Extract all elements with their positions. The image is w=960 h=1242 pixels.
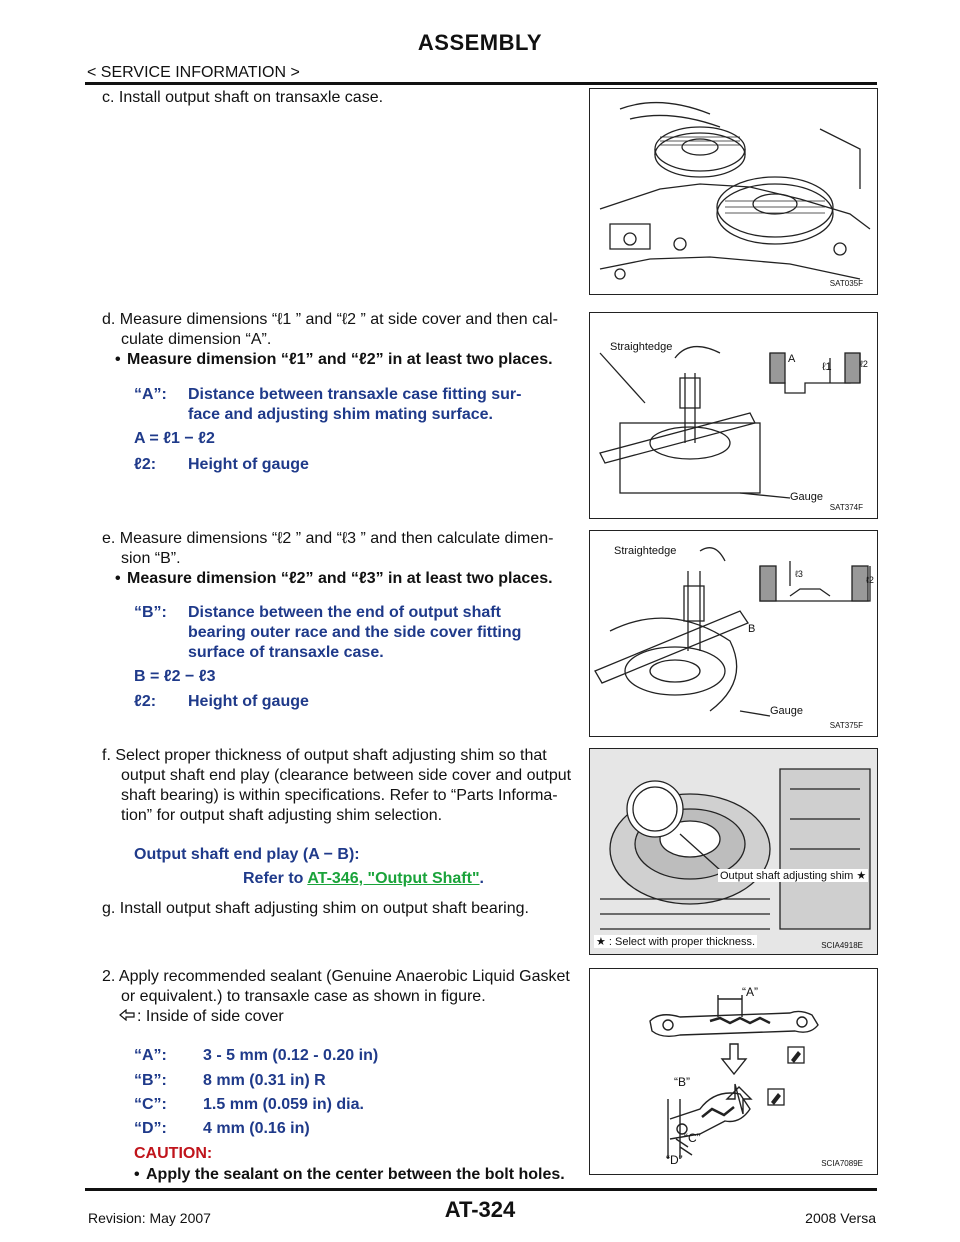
label-b: B	[748, 623, 756, 635]
step-e-line1: e. Measure dimensions “ℓ2 ” and “ℓ3 ” an…	[102, 530, 554, 547]
output-shaft-shim-illustration	[590, 749, 877, 954]
label-l1: ℓ1	[822, 361, 832, 373]
step-f-line4: tion” for output shaft adjusting shim se…	[121, 807, 443, 824]
spec-a-key: “A”:	[134, 1047, 167, 1064]
step-e-line2: sion “B”.	[121, 550, 181, 567]
label-shim-callout: Output shaft adjusting shim ★	[718, 869, 869, 882]
caution-label: CAUTION:	[134, 1145, 213, 1162]
def-a-key: “A”:	[134, 386, 167, 403]
end-play-label: Output shaft end play (A − B):	[134, 846, 360, 863]
dimension-a-measurement-illustration	[599, 346, 861, 499]
label-straightedge: Straightedge	[610, 341, 673, 353]
def-a-line1: Distance between transaxle case fitting …	[188, 386, 522, 403]
figure-code: SCIA7089E	[821, 1159, 863, 1168]
figure-sat035f: SAT035F	[589, 88, 878, 295]
spec-b-key: “B”:	[134, 1072, 167, 1089]
step-2-line1: 2. Apply recommended sealant (Genuine An…	[102, 968, 570, 985]
step-f-line2: output shaft end play (clearance between…	[121, 767, 572, 784]
label-straightedge: Straightedge	[614, 545, 677, 557]
spec-b-value: 8 mm (0.31 in) R	[203, 1072, 326, 1089]
label-b: “B”	[674, 1075, 690, 1089]
def-b-line2: bearing outer race and the side cover fi…	[188, 624, 522, 641]
gauge-key: ℓ2:	[134, 693, 157, 710]
def-a-line2: face and adjusting shim mating surface.	[188, 406, 493, 423]
gauge-key: ℓ2:	[134, 456, 157, 473]
figure-sat374f: Straightedge Gauge A ℓ1 ℓ2 SAT374F	[589, 312, 878, 519]
label-l2: ℓ2	[860, 359, 868, 369]
figure-sat375f: Straightedge Gauge B ℓ3 ℓ2 SAT375F	[589, 530, 878, 737]
figure-code: SAT035F	[829, 279, 863, 288]
label-d: “D”	[666, 1153, 683, 1167]
transaxle-output-shaft-illustration	[599, 101, 871, 280]
figure-code: SAT375F	[829, 721, 863, 730]
label-l3: ℓ3	[795, 569, 803, 579]
label-gauge: Gauge	[790, 491, 824, 503]
revision-date: Revision: May 2007	[88, 1210, 211, 1226]
step-e-bullet: Measure dimension “ℓ2” and “ℓ3” in at le…	[115, 569, 553, 589]
spec-d-value: 4 mm (0.16 in)	[203, 1120, 310, 1137]
formula-a: A = ℓ1 − ℓ2	[134, 430, 215, 447]
refer-prefix: Refer to	[243, 870, 308, 887]
step-d-line1: d. Measure dimensions “ℓ1 ” and “ℓ2 ” at…	[102, 311, 558, 328]
caution-bullet: Apply the sealant on the center between …	[134, 1165, 565, 1185]
page-number: AT-324	[444, 1197, 516, 1222]
header-rule	[85, 82, 877, 85]
step-c-text: c. Install output shaft on transaxle cas…	[102, 89, 384, 106]
arrow-note: : Inside of side cover	[119, 1007, 284, 1027]
model-year: 2008 Versa	[805, 1210, 876, 1226]
def-b-key: “B”:	[134, 604, 167, 621]
step-d-line2: culate dimension “A”.	[121, 331, 272, 348]
label-c: “C”	[684, 1131, 701, 1145]
formula-b: B = ℓ2 − ℓ3	[134, 668, 216, 685]
end-play-reference: Refer to AT-346, "Output Shaft".	[243, 870, 484, 888]
arrow-note-text: : Inside of side cover	[137, 1008, 284, 1026]
label-gauge: Gauge	[770, 705, 804, 717]
link-output-shaft-spec[interactable]: AT-346, "Output Shaft"	[307, 870, 480, 887]
gauge-value: Height of gauge	[188, 693, 309, 710]
spec-c-key: “C”:	[134, 1096, 167, 1113]
dimension-b-measurement-illustration	[594, 547, 871, 717]
step-f-line1: f. Select proper thickness of output sha…	[102, 747, 547, 764]
spec-c-value: 1.5 mm (0.059 in) dia.	[203, 1096, 364, 1113]
refer-suffix: .	[479, 870, 484, 887]
step-g-text: g. Install output shaft adjusting shim o…	[102, 900, 529, 917]
gauge-value: Height of gauge	[188, 456, 309, 473]
def-b-line1: Distance between the end of output shaft	[188, 604, 501, 621]
figure-code: SAT374F	[829, 503, 863, 512]
figure-scia7089e: “A” “B” “C” “D” SCIA7089E	[589, 968, 878, 1175]
hollow-arrow-icon	[119, 1007, 135, 1027]
footer-rule	[85, 1188, 877, 1191]
label-select-note: ★ : Select with proper thickness.	[594, 935, 758, 948]
spec-d-key: “D”:	[134, 1120, 167, 1137]
figure-scia4918e: Output shaft adjusting shim ★ ★ : Select…	[589, 748, 878, 955]
section-subtitle: < SERVICE INFORMATION >	[87, 64, 300, 81]
label-a: “A”	[742, 985, 758, 999]
spec-a-value: 3 - 5 mm (0.12 - 0.20 in)	[203, 1047, 379, 1064]
step-2-line2: or equivalent.) to transaxle case as sho…	[121, 988, 486, 1005]
label-a: A	[788, 353, 796, 365]
step-d-bullet: Measure dimension “ℓ1” and “ℓ2” in at le…	[115, 350, 553, 370]
label-l2: ℓ2	[866, 575, 874, 585]
sealant-application-illustration	[649, 995, 819, 1159]
step-f-line3: shaft bearing) is within specifications.…	[121, 787, 558, 804]
figure-code: SCIA4918E	[821, 941, 863, 950]
def-b-line3: surface of transaxle case.	[188, 644, 384, 661]
page-title: ASSEMBLY	[417, 30, 543, 55]
